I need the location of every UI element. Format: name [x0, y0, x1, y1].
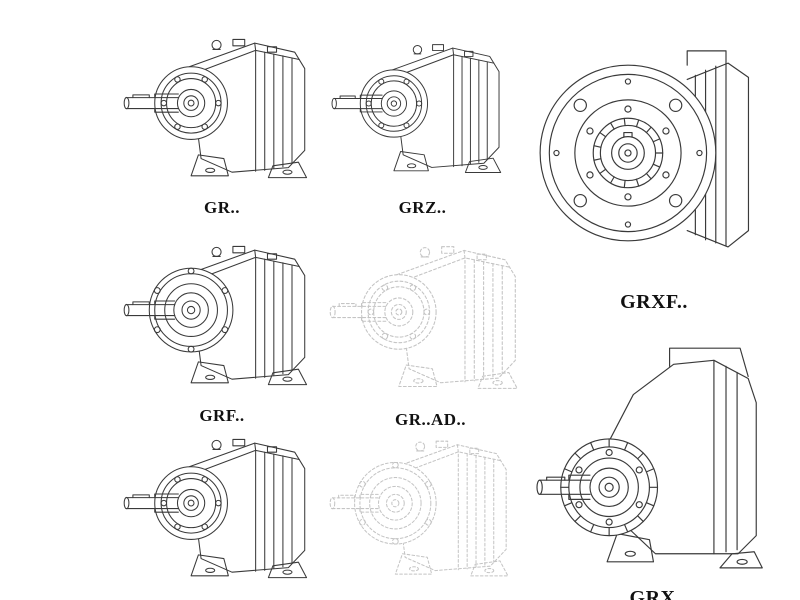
gearbox-drawing-gr-ad [328, 228, 533, 408]
figure-gr-ad: GR..AD.. [328, 228, 533, 430]
gearbox-drawing-gr [122, 22, 322, 196]
figure-gr-f: GR..F [122, 424, 322, 600]
figure-grxf: GRXF.. [534, 18, 774, 314]
model-label-grxf: GRXF.. [620, 291, 688, 313]
model-label-gr: GR.. [204, 198, 240, 217]
model-label-gr-f: GR..F [199, 596, 246, 600]
figure-gr: GR.. [122, 22, 322, 218]
gearbox-drawing-gr-am [328, 424, 523, 594]
model-label-gr-ad: GR..AD.. [394, 410, 467, 429]
gearbox-drawing-grz [330, 22, 515, 196]
figure-gr-am: GR..AM.. [328, 424, 523, 600]
model-label-grx: GRX.. [629, 587, 687, 600]
gearbox-drawing-grf [122, 228, 322, 404]
model-label-grz: GRZ.. [398, 198, 447, 217]
gearbox-drawing-grx [534, 318, 782, 585]
gearbox-drawing-gr-f [122, 424, 322, 594]
gearbox-drawing-grxf [534, 18, 774, 289]
model-label-gr-am: GR..AM.. [388, 596, 463, 600]
figure-grx: GRX.. [534, 318, 782, 600]
figure-grz: GRZ.. [330, 22, 515, 218]
figure-grf: GRF.. [122, 228, 322, 426]
model-label-grf: GRF.. [199, 406, 245, 425]
